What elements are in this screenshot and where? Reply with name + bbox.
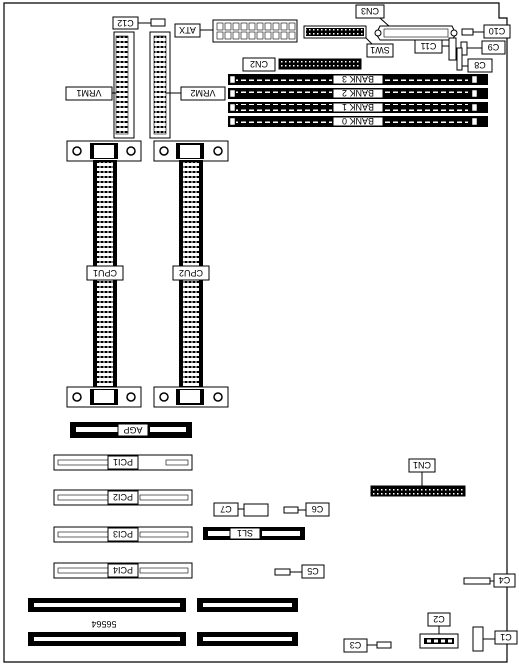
- atx-label: ATX: [179, 25, 196, 35]
- c6-component: C6: [283, 502, 330, 517]
- reference-number: 56564: [91, 619, 116, 629]
- c7-component: C7: [213, 502, 269, 517]
- c6-label: C6: [312, 504, 324, 514]
- c11-label: C11: [421, 41, 437, 51]
- isa-slot-4: [197, 632, 298, 646]
- agp-slot: AGP: [70, 422, 192, 438]
- c12-component: C12: [112, 16, 166, 30]
- c9-label: C9: [488, 42, 500, 52]
- memory-bank-1: BANK 1: [228, 102, 488, 113]
- pci4-label: PCI4: [113, 565, 133, 575]
- cpu1-slot: CPU1: [66, 140, 142, 408]
- cn2-connector: CN2: [242, 57, 362, 72]
- c9-component: C9: [460, 40, 506, 56]
- c8-component: C8: [456, 47, 493, 73]
- cn2-label: CN2: [250, 59, 268, 69]
- cn3-connector: CN3: [355, 4, 458, 41]
- c3-component: C3: [343, 638, 392, 653]
- c5-label: C5: [307, 566, 319, 576]
- c3-label: C3: [350, 640, 362, 650]
- bank2-label: BANK 2: [342, 88, 374, 98]
- c10-component: C10: [461, 24, 511, 39]
- pci2-label: PCI2: [113, 492, 133, 502]
- pci4-slot: PCI4: [53, 562, 193, 579]
- cpu1-label: CPU1: [93, 268, 117, 278]
- vrm2-label: VRM2: [190, 88, 215, 98]
- vrm2-slot: VRM2: [149, 31, 226, 139]
- pci1-slot: PCI1: [53, 454, 193, 471]
- pci3-slot: PCI3: [53, 526, 193, 543]
- atx-connector: ATX: [174, 19, 298, 43]
- bank3-label: BANK 3: [342, 74, 374, 84]
- c11-component: C11: [414, 37, 457, 61]
- bank1-label: BANK 1: [342, 102, 374, 112]
- cn3-label: CN3: [361, 6, 379, 16]
- cn1-connector: CN1: [370, 458, 466, 497]
- c4-component: C4: [463, 573, 516, 588]
- sw1-label: SW1: [370, 45, 390, 55]
- c10-label: C10: [489, 26, 506, 36]
- memory-bank-2: BANK 2: [228, 88, 488, 99]
- memory-bank-0: BANK 0: [228, 116, 488, 127]
- isa-slot-1: [28, 598, 186, 612]
- pci3-label: PCI3: [113, 529, 133, 539]
- pci2-slot: PCI2: [53, 489, 193, 506]
- c2-label: C2: [433, 614, 445, 624]
- bank0-label: BANK 0: [342, 116, 374, 126]
- c4-label: C4: [499, 575, 511, 585]
- c1-label: C1: [500, 632, 512, 642]
- isa-slot-3: [28, 632, 186, 646]
- c1-component: C1: [472, 626, 518, 652]
- isa-slot-2: [197, 598, 298, 612]
- pci1-label: PCI1: [113, 457, 133, 467]
- memory-bank-3: BANK 3: [228, 74, 488, 85]
- sw1-switch: SW1: [303, 25, 394, 58]
- c8-label: C8: [474, 60, 486, 70]
- agp-label: AGP: [123, 425, 142, 435]
- vrm1-label: VRM1: [76, 88, 101, 98]
- sl1-slot: SL1: [203, 527, 305, 540]
- c2-component: C2: [419, 612, 459, 649]
- vrm1-slot: VRM1: [65, 31, 135, 139]
- c12-label: C12: [117, 18, 134, 28]
- c7-label: C7: [220, 504, 232, 514]
- sl1-label: SL1: [237, 528, 253, 538]
- c5-component: C5: [274, 564, 325, 579]
- cpu2-slot: CPU2: [153, 140, 229, 408]
- cpu2-label: CPU2: [179, 268, 203, 278]
- cn1-label: CN1: [413, 460, 431, 470]
